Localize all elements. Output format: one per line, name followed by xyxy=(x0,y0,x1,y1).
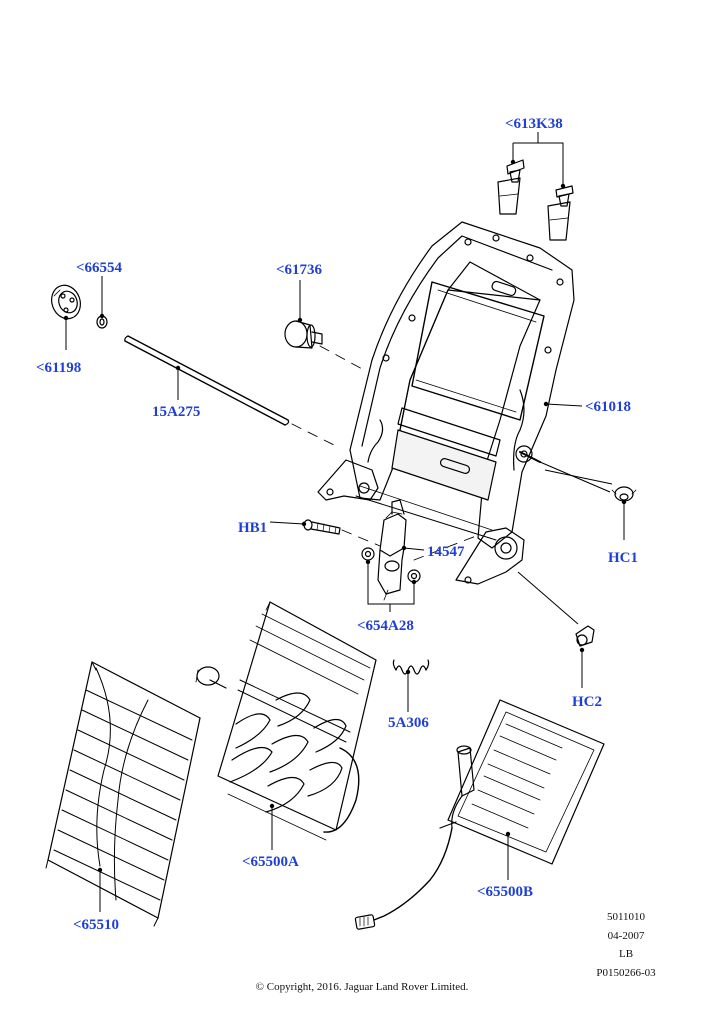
recliner-knob xyxy=(51,284,81,320)
callout-61736[interactable]: <61736 xyxy=(276,262,323,278)
callout-66554[interactable]: <66554 xyxy=(76,260,123,276)
wire-suspension-mat xyxy=(45,661,201,927)
assembly-lines xyxy=(291,345,477,561)
leader-lines xyxy=(65,132,625,912)
callout-654A28[interactable]: <654A28 xyxy=(357,618,414,634)
cross-rod xyxy=(124,335,290,426)
spring xyxy=(392,659,430,675)
illustration-number: P0150266-03 xyxy=(596,966,656,979)
callout-61018[interactable]: <61018 xyxy=(585,399,631,415)
headrest-guide-left xyxy=(497,159,525,215)
bushing xyxy=(284,320,323,349)
callout-65500B[interactable]: <65500B xyxy=(477,884,533,900)
callout-15A275[interactable]: 15A275 xyxy=(152,404,200,420)
callout-HC1[interactable]: HC1 xyxy=(608,550,638,566)
callout-HB1[interactable]: HB1 xyxy=(238,520,267,536)
issue-date: 04-2007 xyxy=(607,929,645,942)
diagram-reference-block: 5011010 04-2007 LB P0150266-03 xyxy=(576,908,676,982)
callout-613K38[interactable]: <613K38 xyxy=(505,116,563,132)
lumbar-support-mat xyxy=(195,601,377,841)
seat-back-frame xyxy=(317,221,575,585)
callout-HC2[interactable]: HC2 xyxy=(572,694,602,710)
callout-5A306[interactable]: 5A306 xyxy=(388,715,429,731)
leader-dots xyxy=(63,159,627,873)
bolt xyxy=(303,519,341,535)
callout-61198[interactable]: <61198 xyxy=(36,360,81,376)
callout-14547[interactable]: 14547 xyxy=(427,544,465,560)
recliner-motor xyxy=(377,499,407,601)
cap-hc2 xyxy=(575,625,595,647)
lumbar-pad xyxy=(354,699,605,930)
callout-65510[interactable]: <65510 xyxy=(73,917,119,933)
cap-hc1 xyxy=(611,486,637,502)
copyright-notice: © Copyright, 2016. Jaguar Land Rover Lim… xyxy=(255,981,469,993)
side-code: LB xyxy=(618,948,634,960)
headrest-guide-right xyxy=(547,185,574,241)
group-code: 5011010 xyxy=(606,911,646,923)
motor-washer-left xyxy=(361,547,375,561)
callout-65500A[interactable]: <65500A xyxy=(242,854,299,870)
